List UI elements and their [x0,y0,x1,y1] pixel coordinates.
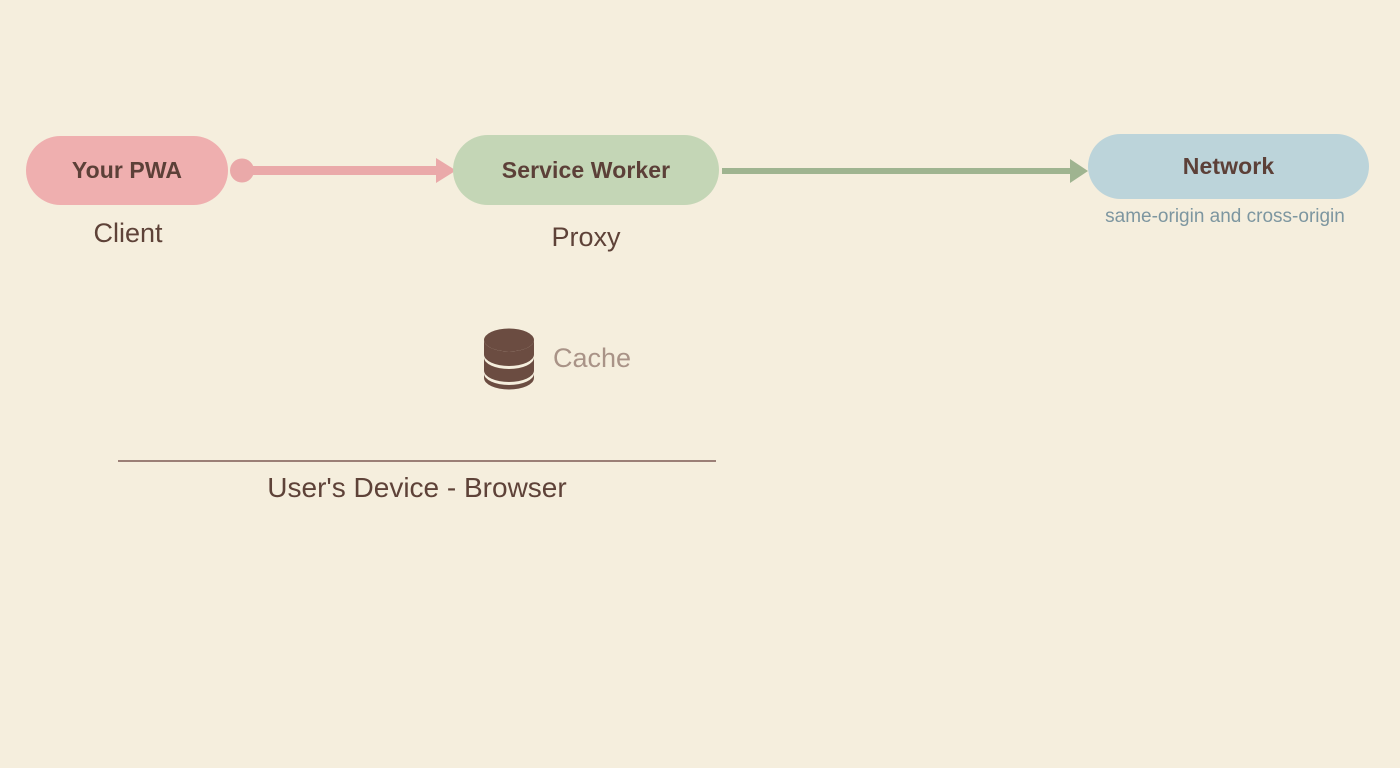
arrow-service-worker-to-network [722,159,1088,183]
node-your-pwa-caption: Client [93,218,163,248]
node-your-pwa-label: Your PWA [71,157,183,183]
arrowhead-icon [1070,159,1088,183]
node-network[interactable]: Network [1088,134,1369,199]
node-network-caption: same-origin and cross-origin [1105,206,1345,227]
database-icon [484,328,534,390]
arrow-start-dot [230,158,254,183]
node-service-worker-caption: Proxy [551,222,621,252]
device-boundary-label: User's Device - Browser [267,472,567,503]
node-service-worker-label: Service Worker [501,156,671,183]
cache-group[interactable]: Cache [483,328,631,390]
node-service-worker[interactable]: Service Worker [453,135,719,205]
cache-label: Cache [553,342,632,373]
arrow-pwa-to-service-worker [230,158,456,183]
node-network-label: Network [1182,153,1275,179]
node-your-pwa[interactable]: Your PWA [26,136,228,205]
device-boundary-line [118,460,716,462]
